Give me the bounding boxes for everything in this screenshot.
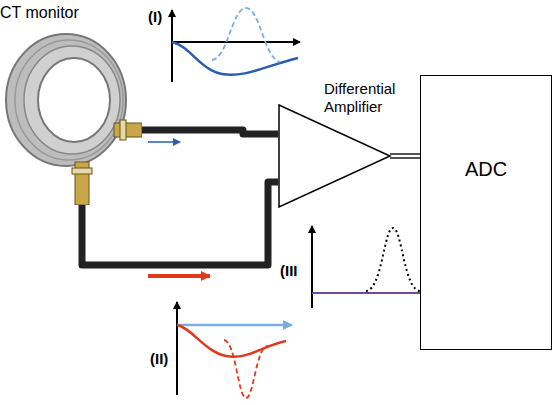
signal-cable bbox=[142, 130, 278, 134]
ct-ring bbox=[2, 2, 142, 205]
signal-cable bbox=[82, 182, 278, 265]
signal-label: (I) bbox=[148, 8, 162, 25]
signal-plot-1 bbox=[148, 8, 300, 142]
amplifier-triangle bbox=[278, 104, 392, 208]
part-label: Differential Amplifier bbox=[324, 80, 428, 116]
output-cable bbox=[390, 156, 420, 157]
signal-label: (II) bbox=[150, 350, 168, 367]
signal-label: (III bbox=[280, 262, 298, 279]
adc-box: ADC bbox=[420, 75, 552, 350]
part-label: CT monitor bbox=[0, 4, 79, 22]
ct-monitor: CT monitor bbox=[2, 2, 142, 205]
signal-plot-2 bbox=[148, 276, 292, 398]
box-label: ADC bbox=[421, 158, 551, 181]
